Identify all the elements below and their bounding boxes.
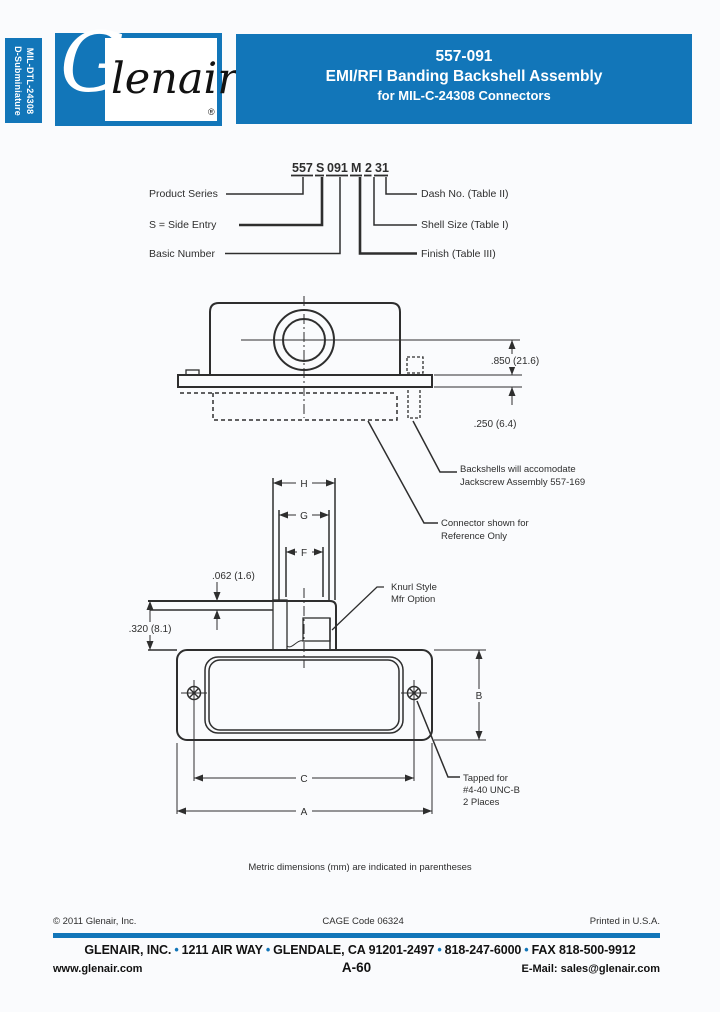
address-fax: FAX 818-500-9912: [531, 943, 636, 957]
banner-title: EMI/RFI Banding Backshell Assembly: [325, 68, 603, 86]
pn-callout-lines: [225, 177, 417, 255]
page-number: A-60: [341, 960, 372, 975]
jackscrew-head-phantom: [406, 356, 424, 374]
logo-wordmark: lenair: [111, 54, 238, 104]
knurl-band: [302, 617, 331, 642]
pn-label-product-series: Product Series: [149, 188, 218, 200]
dim-A-label: A: [301, 807, 308, 818]
dim-062-label: .062 (1.6): [212, 571, 255, 582]
dim-F-label: F: [301, 548, 307, 559]
pn-label-shell-size: Shell Size (Table I): [421, 219, 509, 231]
copyright-text: © 2011 Glenair, Inc.: [53, 916, 137, 927]
backshells-note-leader: [412, 420, 457, 473]
backshells-note-line2: Jackscrew Assembly 557-169: [460, 477, 585, 488]
footer-bottom-row: www.glenair.com A-60 E-Mail: sales@glena…: [53, 960, 660, 975]
series-side-tab-text: MIL-DTL-24308 D-Subminiature: [11, 46, 35, 116]
banner-subtitle: for MIL-C-24308 Connectors: [377, 88, 551, 104]
dim-320-label: .320 (8.1): [129, 624, 172, 635]
dsub-cavity-outer: [204, 656, 404, 734]
banner-part-number: 557-091: [435, 48, 493, 65]
bullet-icon: •: [437, 943, 442, 957]
series-side-tab: MIL-DTL-24308 D-Subminiature: [5, 38, 42, 123]
tapped-note-leader: [416, 700, 460, 778]
part-number-breakdown: 557 S 091 M 2 31 Product Ser: [149, 161, 509, 260]
pn-label-finish: Finish (Table III): [421, 248, 496, 260]
header-banner: 557-091 EMI/RFI Banding Backshell Assemb…: [236, 34, 692, 124]
dim-G-label: G: [300, 511, 308, 522]
printed-in-text: Printed in U.S.A.: [589, 916, 660, 927]
connector-phantom-body: [212, 393, 398, 421]
tapped-note-line1: Tapped for: [463, 773, 508, 784]
pn-segment-series: 557: [292, 161, 313, 175]
side-view: .850 (21.6) .250 (6.4) Backshells will a…: [177, 296, 585, 542]
dim-850-label: .850 (21.6): [491, 356, 539, 367]
porch-wall-section: [272, 599, 288, 651]
address-company: GLENAIR, INC.: [84, 943, 172, 957]
front-view: B C A Tapped for #4-40 UNC-B 2 Places: [148, 649, 520, 818]
pn-label-dash-no: Dash No. (Table II): [421, 188, 509, 200]
dim-B-label: B: [476, 691, 483, 702]
pn-label-side-entry: S = Side Entry: [149, 219, 217, 231]
pn-segment-shell: 2: [365, 161, 372, 175]
side-tab-line2: D-Subminiature: [12, 45, 23, 116]
knurl-note-line1: Knurl Style: [391, 582, 437, 593]
jackscrew-shaft-phantom: [407, 386, 421, 419]
address-street: 1211 AIR WAY: [181, 943, 263, 957]
pn-label-basic-number: Basic Number: [149, 248, 215, 260]
bullet-icon: •: [524, 943, 529, 957]
website-text: www.glenair.com: [53, 963, 143, 975]
logo-white-panel: [105, 38, 217, 121]
band-porch-detail: H G F .062 (1.6) .320 (8.1) Kn: [126, 477, 437, 668]
mounting-flange: [177, 374, 433, 388]
address-city: GLENDALE, CA 91201-2497: [273, 943, 435, 957]
footer-meta-row: © 2011 Glenair, Inc. CAGE Code 06324 Pri…: [53, 916, 660, 927]
knurl-note-leader: [331, 586, 384, 631]
pn-segment-entry: S: [316, 161, 324, 175]
connector-note-leader: [367, 420, 438, 524]
pn-segment-basic: 091: [327, 161, 348, 175]
registered-mark-icon: ®: [208, 107, 215, 117]
bullet-icon: •: [265, 943, 271, 957]
logo-letter-g: G: [60, 16, 126, 111]
section-break-squiggle: [286, 640, 304, 648]
footer-blue-rule: [53, 933, 660, 938]
connector-note-line2: Reference Only: [441, 531, 507, 542]
address-phone: 818-247-6000: [444, 943, 522, 957]
metric-note: Metric dimensions (mm) are indicated in …: [248, 862, 472, 873]
tapped-note-line2: #4-40 UNC-B: [463, 785, 520, 796]
pn-segment-finish: M: [351, 161, 361, 175]
backshell-body-outline: [209, 302, 401, 375]
tapped-hole-left: [181, 680, 207, 706]
dsub-cavity-inner: [208, 659, 400, 731]
dim-C-label: C: [300, 774, 307, 785]
bullet-icon: •: [174, 943, 179, 957]
dim-H-label: H: [300, 479, 307, 490]
backshells-note-line1: Backshells will accomodate: [460, 464, 576, 475]
dim-250-label: .250 (6.4): [474, 419, 517, 430]
porch-top-surface: [148, 600, 337, 650]
glenair-logo: G lenair ®: [55, 23, 238, 126]
knurl-note-line2: Mfr Option: [391, 594, 435, 605]
front-view-outer-shell: [176, 649, 433, 741]
flange-screw-head: [185, 369, 200, 376]
email-text: E-Mail: sales@glenair.com: [521, 963, 661, 975]
connector-note-line1: Connector shown for: [441, 518, 529, 529]
tapped-note-line3: 2 Places: [463, 797, 500, 808]
side-tab-line1: MIL-DTL-24308: [24, 47, 35, 114]
company-address-line: GLENAIR, INC.•1211 AIR WAY•GLENDALE, CA …: [0, 943, 720, 957]
cage-code-text: CAGE Code 06324: [322, 916, 404, 927]
pn-segment-dash: 31: [375, 161, 389, 175]
technical-drawing: 557 S 091 M 2 31 Product Ser: [126, 161, 585, 818]
